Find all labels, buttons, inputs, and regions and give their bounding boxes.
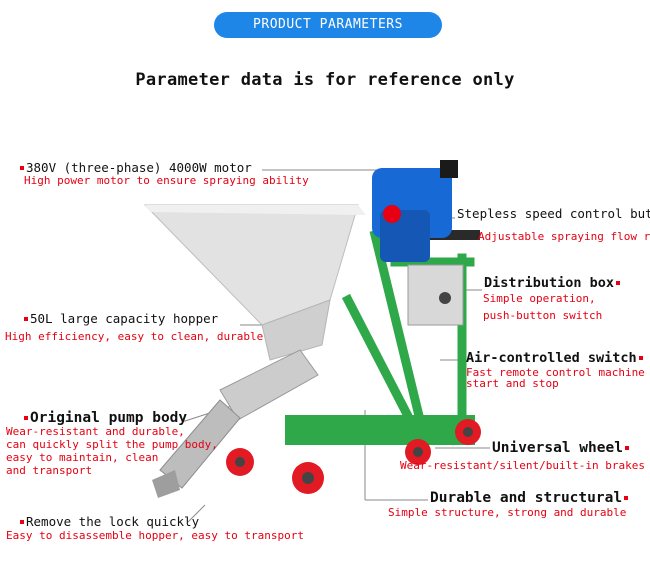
universal-wheel-desc: Wear-resistant/silent/built-in brakes bbox=[400, 459, 646, 472]
page-subtitle: Parameter data is for reference only bbox=[135, 70, 515, 90]
pump-tube bbox=[152, 349, 319, 498]
frame-base bbox=[285, 415, 475, 445]
speed-control-desc: Adjustable spraying flow rate bbox=[478, 230, 650, 243]
pump-body-desc3: easy to maintain, clean bbox=[6, 451, 159, 464]
wheels bbox=[226, 419, 481, 494]
air-switch-desc1: Fast remote control machine bbox=[466, 366, 645, 379]
motor-desc: High power motor to ensure spraying abil… bbox=[24, 174, 309, 187]
speed-control-label: Stepless speed control button bbox=[457, 206, 650, 221]
distribution-box-desc2: push-button switch bbox=[483, 309, 603, 322]
air-switch-desc2: start and stop bbox=[466, 377, 559, 390]
distribution-box-desc1: Simple operation, bbox=[483, 292, 596, 305]
pump-body-label: Original pump body bbox=[22, 407, 187, 426]
handle-bar bbox=[430, 230, 480, 240]
air-switch-label: Air-controlled switch bbox=[466, 347, 645, 366]
hopper-desc: High efficiency, easy to clean, durable bbox=[5, 330, 264, 343]
pump-body-desc1: Wear-resistant and durable, bbox=[6, 425, 185, 438]
structure-desc: Simple structure, strong and durable bbox=[388, 506, 627, 519]
structure-label: Durable and structural bbox=[430, 487, 630, 506]
motor-label: 380V (three-phase) 4000W motor bbox=[18, 157, 252, 176]
motor-shape bbox=[372, 160, 458, 262]
quick-lock-label: Remove the lock quickly bbox=[18, 511, 199, 530]
hopper bbox=[143, 204, 366, 361]
hopper-label: 50L large capacity hopper bbox=[22, 308, 218, 327]
pump-body-desc2: can quickly split the pump body, bbox=[6, 438, 218, 451]
universal-wheel-label: Universal wheel bbox=[492, 437, 631, 456]
distribution-box-shape bbox=[407, 264, 464, 326]
distribution-box-label: Distribution box bbox=[484, 272, 622, 291]
product-parameters-badge: PRODUCT PARAMETERS bbox=[214, 12, 442, 38]
quick-lock-desc: Easy to disassemble hopper, easy to tran… bbox=[6, 529, 305, 542]
pump-body-desc4: and transport bbox=[6, 464, 93, 477]
